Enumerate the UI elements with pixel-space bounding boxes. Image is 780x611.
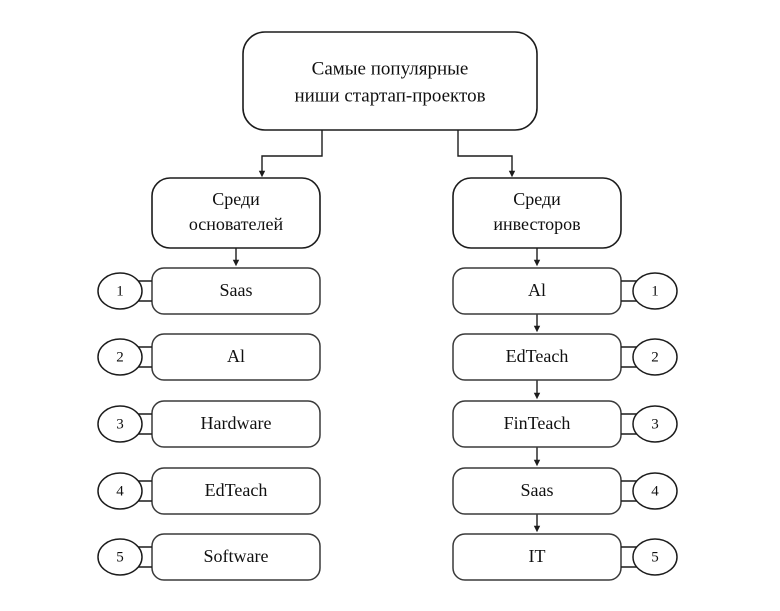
title-node: Самые популярные ниши стартап-проектов	[242, 31, 538, 131]
founders-item-4-label: EdTeach	[205, 480, 268, 500]
founders-item-3-box[interactable]	[151, 400, 321, 448]
founders-item-5-rank: 5	[116, 549, 124, 565]
connector-title-to-investors	[457, 130, 516, 178]
investors-item-5-rank: 5	[651, 549, 659, 565]
founders-item-3-rank-circle	[97, 405, 143, 443]
investors-item-1-label: Al	[528, 280, 546, 300]
investors-item-3-box[interactable]	[452, 400, 622, 448]
investors-item-4-rank: 4	[651, 483, 659, 499]
investors-item-4-rank-circle	[632, 472, 678, 510]
investors-item-5-rank-circle	[632, 538, 678, 576]
investors-item-3-label: FinTeach	[504, 413, 571, 433]
list-item[interactable]: Hardware 3	[97, 400, 321, 448]
founders-item-1-rank: 1	[116, 283, 124, 299]
investors-item-2-box[interactable]	[452, 333, 622, 381]
investors-item-5-box[interactable]	[452, 533, 622, 581]
founders-item-5-rank-circle	[97, 538, 143, 576]
list-item[interactable]: Software 5	[97, 533, 321, 581]
founders-item-2-rank: 2	[116, 349, 124, 365]
investors-item-4-label: Saas	[521, 480, 554, 500]
list-item[interactable]: IT 5	[452, 533, 678, 581]
branch-founders-line-2: основателей	[189, 214, 284, 234]
investors-item-2-rank: 2	[651, 349, 659, 365]
branch-node-founders: Среди основателей	[151, 177, 321, 249]
founders-item-3-rank: 3	[116, 416, 124, 432]
investors-item-1-rank-circle	[632, 272, 678, 310]
founders-item-4-rank-circle	[97, 472, 143, 510]
investors-item-3-rank-circle	[632, 405, 678, 443]
list-item[interactable]: Saas 1	[97, 267, 321, 315]
founders-item-1-label: Saas	[220, 280, 253, 300]
investors-item-1-box[interactable]	[452, 267, 622, 315]
list-item[interactable]: Al 2	[97, 333, 321, 381]
founders-item-1-box[interactable]	[151, 267, 321, 315]
founders-item-3-label: Hardware	[201, 413, 272, 433]
investors-item-3-rank: 3	[651, 416, 659, 432]
list-item[interactable]: EdTeach 2	[452, 333, 678, 381]
founders-item-4-box[interactable]	[151, 467, 321, 515]
list-item[interactable]: FinTeach 3	[452, 400, 678, 448]
title-line-1: Самые популярные	[312, 58, 469, 79]
title-line-2: ниши стартап-проектов	[294, 85, 485, 106]
investors-item-5-label: IT	[529, 546, 546, 566]
investors-item-2-label: EdTeach	[506, 346, 569, 366]
connector-title-to-founders	[258, 130, 323, 178]
branch-founders-line-1: Среди	[212, 189, 260, 209]
founders-item-1-rank-circle	[97, 272, 143, 310]
investors-item-1-rank: 1	[651, 283, 659, 299]
list-item[interactable]: Al 1	[452, 267, 678, 315]
branch-investors-line-1: Среди	[513, 189, 561, 209]
founders-item-2-box[interactable]	[151, 333, 321, 381]
title-node-box	[242, 31, 538, 131]
investors-item-2-rank-circle	[632, 338, 678, 376]
branch-investors-line-2: инвесторов	[493, 214, 580, 234]
investors-item-4-box[interactable]	[452, 467, 622, 515]
list-item[interactable]: Saas 4	[452, 467, 678, 515]
branch-node-investors: Среди инвесторов	[452, 177, 622, 249]
founders-item-2-rank-circle	[97, 338, 143, 376]
founders-item-5-label: Software	[204, 546, 269, 566]
founders-item-4-rank: 4	[116, 483, 124, 499]
founders-item-5-box[interactable]	[151, 533, 321, 581]
founders-item-2-label: Al	[227, 346, 245, 366]
list-item[interactable]: EdTeach 4	[97, 467, 321, 515]
